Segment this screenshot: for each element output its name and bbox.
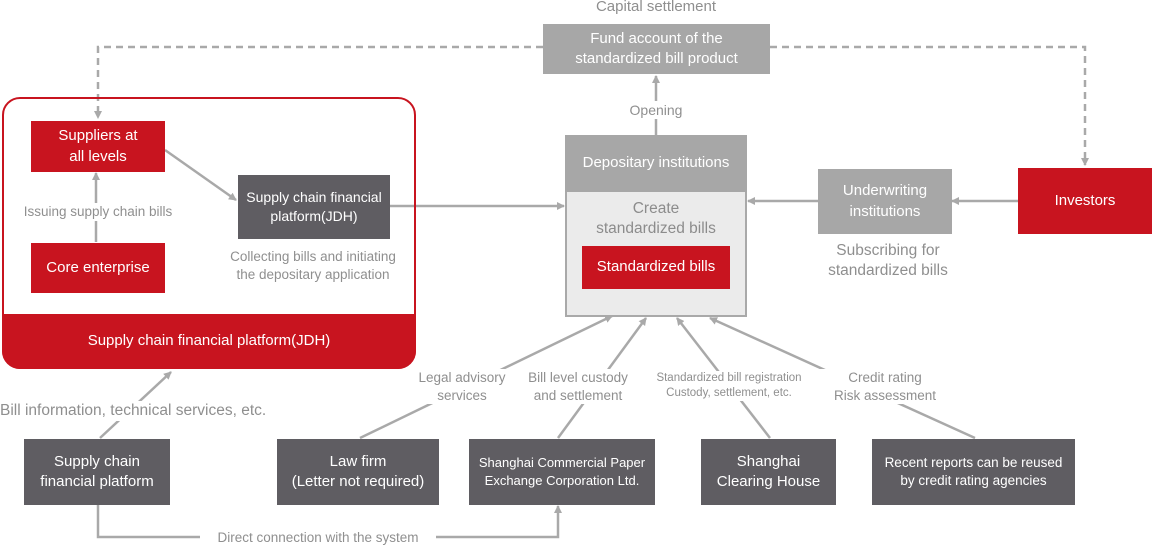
jdh-platform-box: Supply chain financial platform(JDH): [238, 175, 390, 239]
investors-box: Investors: [1018, 168, 1152, 234]
standardized-bills-box: Standardized bills: [582, 246, 730, 289]
shanghai-cpe-box: Shanghai Commercial Paper Exchange Corpo…: [469, 439, 655, 505]
bill-info-label: Bill information, technical services, et…: [0, 401, 288, 422]
custody-label: Bill level custody and settlement: [514, 369, 642, 405]
depositary-box: Depositary institutions: [565, 135, 747, 192]
legal-label: Legal advisory services: [404, 369, 520, 405]
shanghai-clearing-box: Shanghai Clearing House: [701, 439, 836, 505]
opening-label: Opening: [610, 101, 702, 120]
capital-settlement-left-arrow: [94, 45, 543, 119]
jdh-platform-bar: Supply chain financial platform(JDH): [2, 314, 416, 369]
subscribing-label: Subscribing for standardized bills: [828, 242, 948, 280]
law-firm-box: Law firm (Letter not required): [277, 439, 439, 505]
registration-label: Standardized bill registration Custody, …: [640, 371, 818, 401]
credit-label: Credit rating Risk assessment: [818, 369, 952, 405]
fund-account-box: Fund account of the standardized bill pr…: [543, 24, 770, 74]
capital-settlement-right-arrow: [770, 45, 1089, 166]
capital-settlement-label: Capital settlement: [595, 0, 717, 15]
direct-connection-label: Direct connection with the system: [200, 529, 436, 547]
recent-reports-box: Recent reports can be reused by credit r…: [872, 439, 1075, 505]
underwriting-box: Underwriting institutions: [818, 169, 952, 234]
core-enterprise-box: Core enterprise: [31, 243, 165, 293]
suppliers-to-platform-arrow: [164, 148, 237, 202]
collecting-label: Collecting bills and initiating the depo…: [230, 249, 396, 282]
supply-chain-platform-box: Supply chain financial platform: [24, 439, 170, 505]
create-bills-label: Create standardized bills: [596, 200, 716, 238]
suppliers-box: Suppliers at all levels: [31, 121, 165, 172]
issuing-label: Issuing supply chain bills: [6, 203, 190, 221]
